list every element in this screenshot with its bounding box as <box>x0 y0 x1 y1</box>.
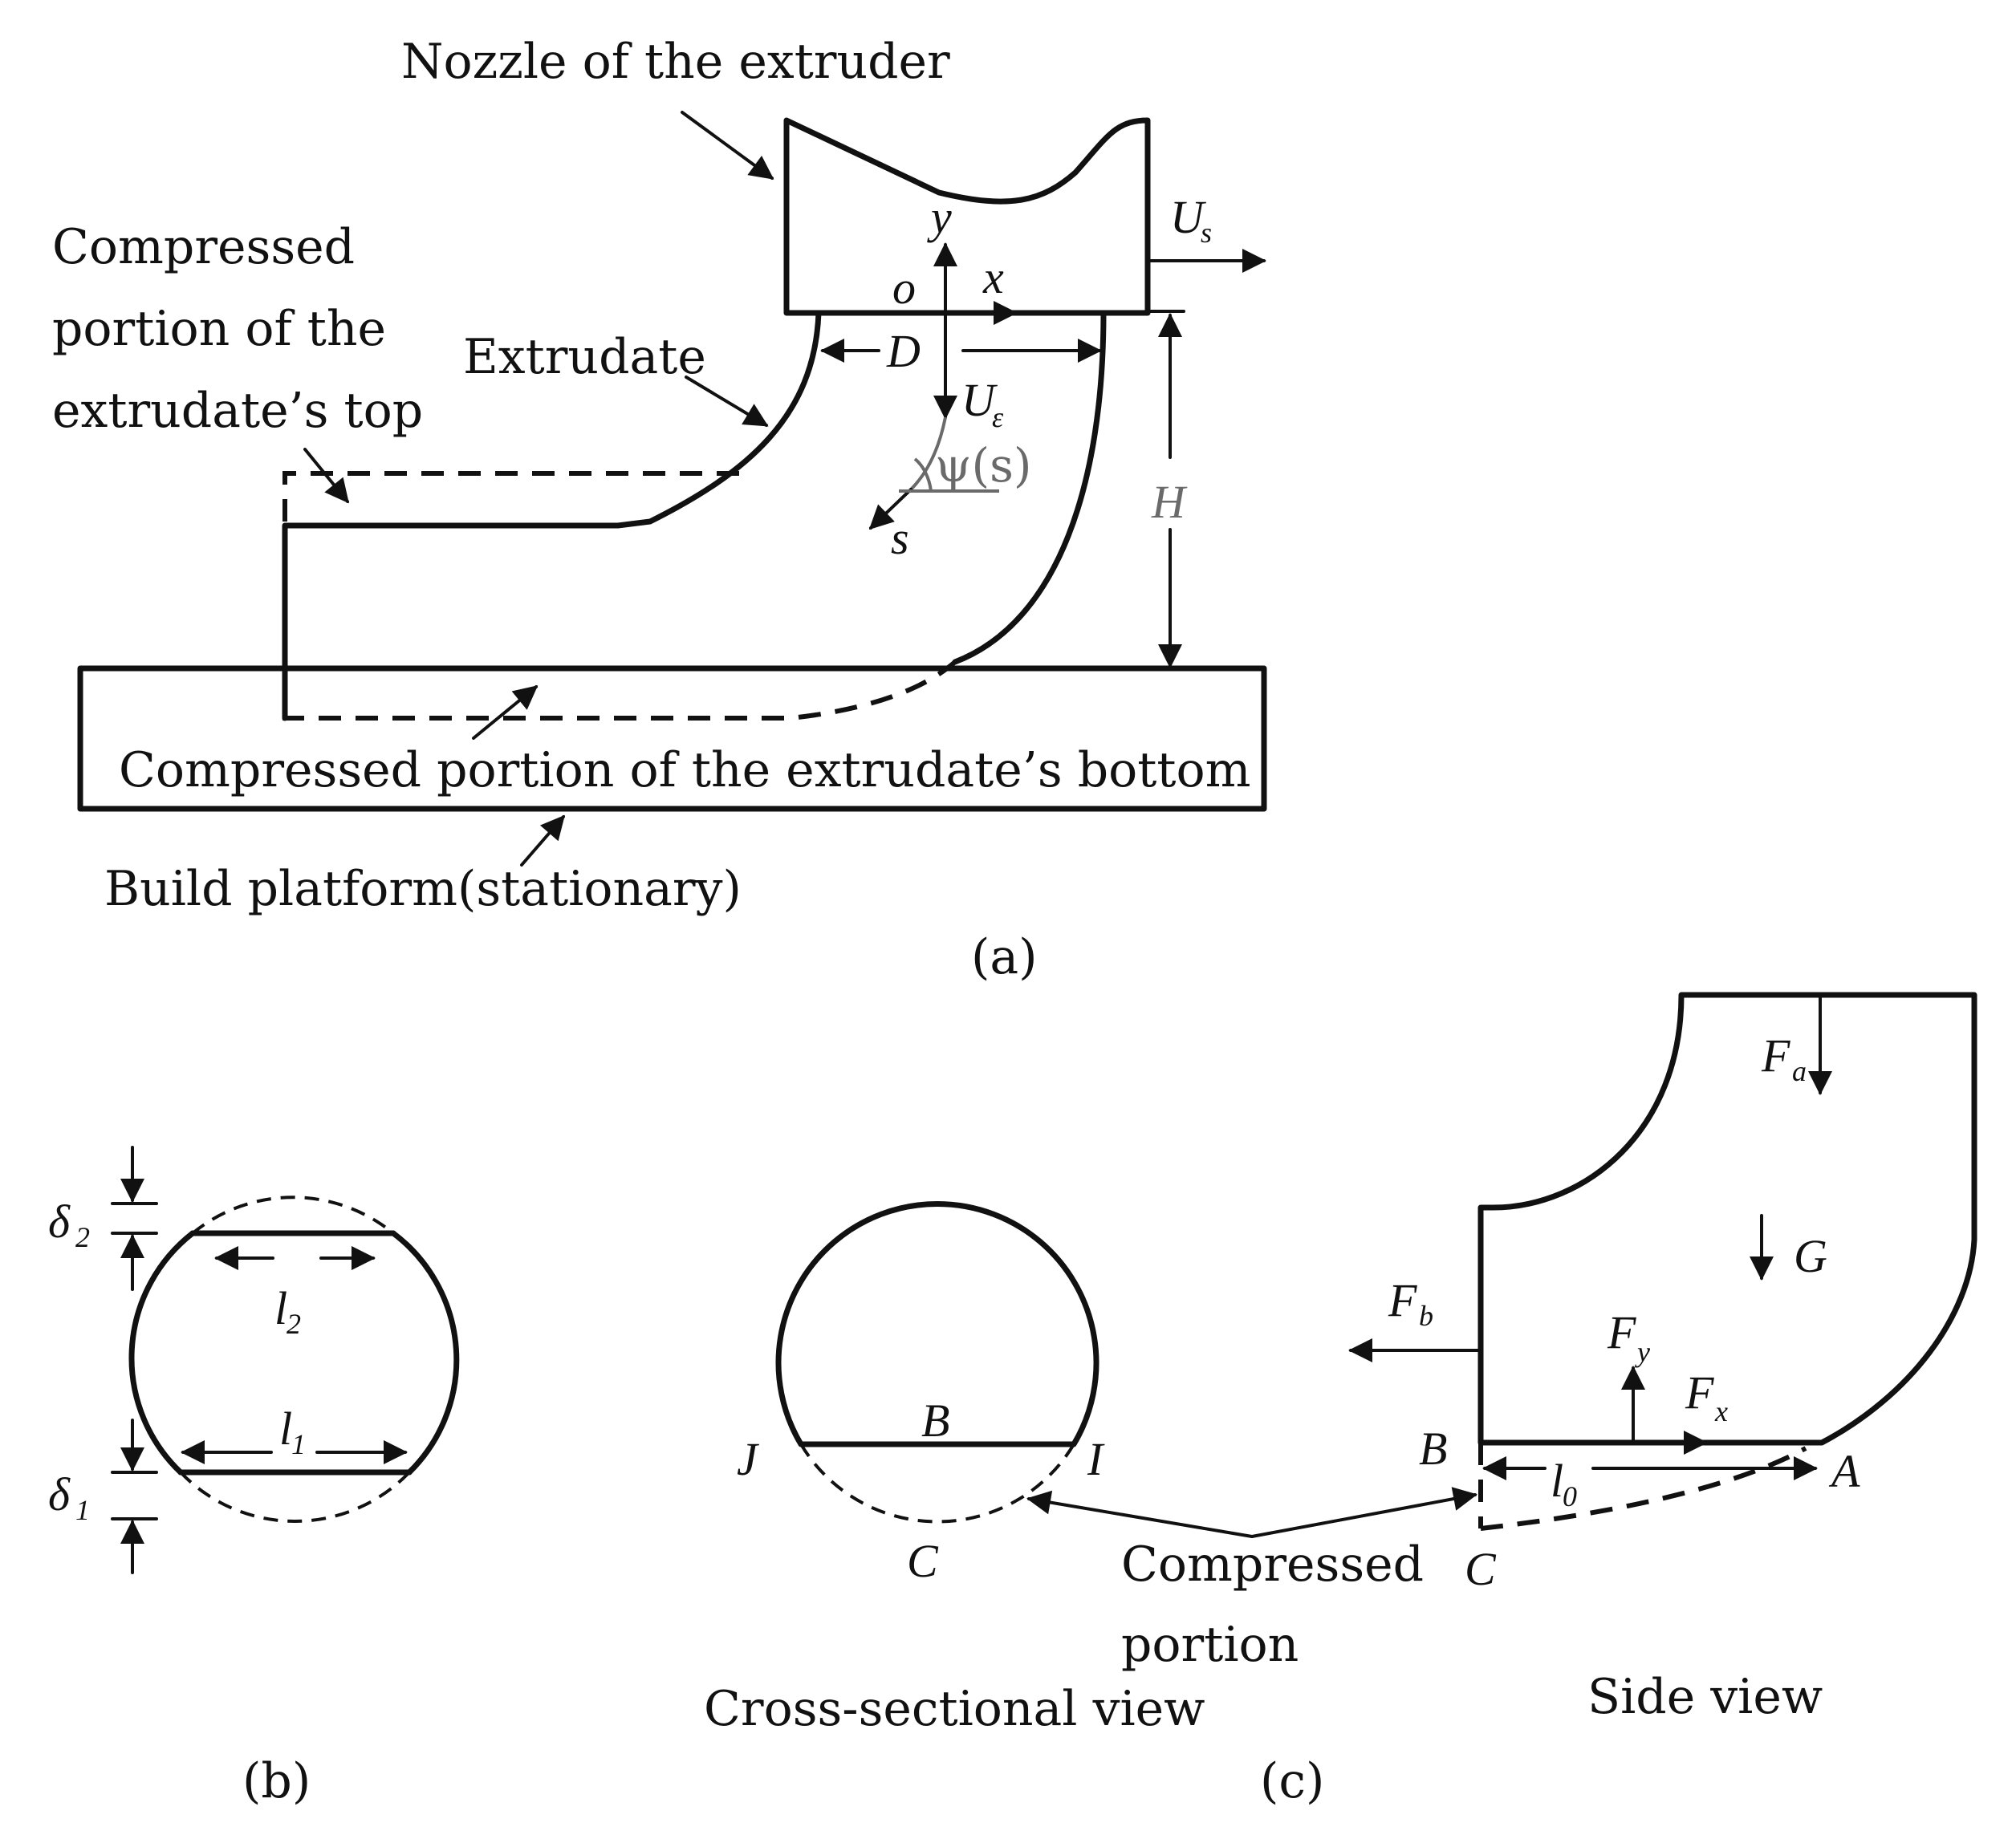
ue-subscript: ε <box>992 401 1004 433</box>
extrudate-right-wall <box>952 310 1107 665</box>
ue-symbol: U <box>961 374 998 426</box>
l2-symbol: l <box>274 1282 287 1334</box>
side-b-label: B <box>1419 1423 1447 1475</box>
compressed-bottom-leader <box>472 685 539 740</box>
delta1-subscript: 1 <box>75 1494 90 1526</box>
fx-subscript: x <box>1714 1395 1728 1427</box>
delta1-symbol: δ <box>48 1468 71 1520</box>
panel-c: B J I C Cross-sectional view Compressed … <box>704 992 1977 1809</box>
fb-subscript: b <box>1419 1300 1433 1332</box>
cross-i-label: I <box>1087 1433 1105 1485</box>
compressed-top-leader <box>303 448 349 504</box>
circle-solid-outline <box>128 1230 460 1476</box>
l1-subscript: 1 <box>291 1428 306 1460</box>
l2-subscript: 2 <box>287 1308 301 1340</box>
fa-symbol: F <box>1761 1029 1790 1082</box>
s-symbol: s <box>891 512 909 564</box>
compressed-leader-left <box>1026 1490 1254 1538</box>
centerline-curve <box>909 416 947 491</box>
cross-b-label: B <box>921 1394 949 1447</box>
panel-a: Nozzle of the extruder U s y x o D U ε ψ… <box>52 34 1267 985</box>
caption-a: (a) <box>971 929 1038 985</box>
compressed-label-line2: portion <box>1121 1617 1299 1673</box>
psi-angle-arc <box>913 457 933 492</box>
bottom-arc-dashed <box>179 1471 411 1523</box>
fa-subscript: a <box>1792 1055 1807 1087</box>
origin-symbol: o <box>892 262 916 314</box>
compressed-top-label-line1: Compressed <box>52 219 355 275</box>
side-compressed-dash <box>1480 1446 1807 1531</box>
compressed-label-line1: Compressed <box>1121 1537 1424 1593</box>
g-symbol: G <box>1794 1230 1827 1282</box>
delta2-subscript: 2 <box>75 1221 90 1253</box>
top-arc-dashed <box>191 1196 395 1235</box>
x-symbol: x <box>982 251 1004 303</box>
fy-symbol: F <box>1607 1306 1636 1358</box>
extrudate-left-wall <box>282 310 822 721</box>
l0-symbol: l <box>1551 1455 1563 1507</box>
nozzle-outline <box>783 117 1151 316</box>
us-subscript: s <box>1201 217 1212 249</box>
platform-leader <box>520 814 565 867</box>
nozzle-leader <box>681 111 774 180</box>
cross-section-solid <box>775 1200 1099 1447</box>
fb-symbol: F <box>1388 1274 1417 1326</box>
d-symbol: D <box>886 325 921 377</box>
cross-section-dashed-arc <box>799 1443 1075 1524</box>
cross-j-label: J <box>737 1433 760 1485</box>
side-view-outline <box>1477 992 1977 1446</box>
psi-symbol: ψ(s) <box>935 438 1032 493</box>
compressed-top-label-line2: portion of the <box>52 301 386 357</box>
y-symbol: y <box>927 191 952 243</box>
compressed-leader-right <box>1250 1487 1477 1538</box>
nozzle-label: Nozzle of the extruder <box>401 34 950 90</box>
s-arrow <box>868 488 912 530</box>
h-symbol: H <box>1151 476 1188 528</box>
l0-subscript: 0 <box>1563 1480 1577 1512</box>
extrudate-leader <box>685 376 769 427</box>
side-c-label: C <box>1465 1543 1497 1595</box>
caption-b: (b) <box>242 1753 311 1809</box>
fx-symbol: F <box>1685 1366 1714 1419</box>
us-symbol: U <box>1170 191 1207 243</box>
build-platform <box>77 665 1267 812</box>
compressed-top-dash <box>282 471 750 522</box>
cross-view-label: Cross-sectional view <box>704 1681 1205 1737</box>
cross-c-label: C <box>907 1535 939 1587</box>
side-view-label: Side view <box>1587 1669 1823 1725</box>
compressed-top-label-line3: extrudate’s top <box>52 383 423 439</box>
side-a-label: A <box>1828 1445 1860 1497</box>
platform-label: Build platform(stationary) <box>104 861 742 917</box>
panel-b: l 2 l 1 δ 2 δ 1 (b) <box>48 1146 460 1809</box>
caption-c: (c) <box>1260 1753 1324 1809</box>
compressed-bottom-label: Compressed portion of the extrudate’s bo… <box>119 742 1250 798</box>
delta2-symbol: δ <box>48 1196 71 1248</box>
fy-subscript: y <box>1635 1336 1650 1368</box>
l1-symbol: l <box>279 1403 292 1455</box>
compressed-bottom-dash <box>282 660 957 721</box>
extrudate-label: Extrudate <box>463 329 706 385</box>
